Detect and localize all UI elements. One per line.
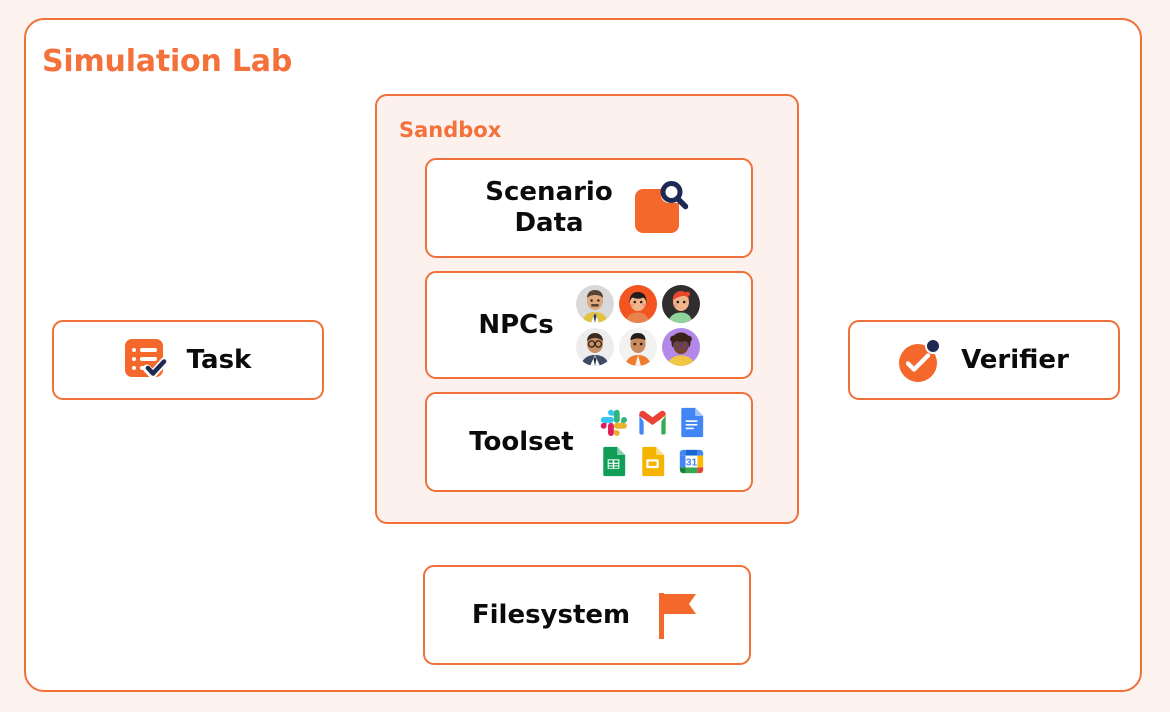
simulation-lab-frame: Simulation Lab Sandbox Scenario Data: [24, 18, 1142, 692]
document-search-icon: [634, 181, 693, 235]
card-task-label: Task: [186, 344, 252, 375]
slack-icon: [596, 405, 631, 440]
card-filesystem-label: Filesystem: [471, 599, 631, 630]
card-verifier[interactable]: Verifier: [848, 320, 1120, 400]
card-task[interactable]: Task: [52, 320, 324, 400]
card-toolset[interactable]: Toolset: [425, 392, 753, 492]
sandbox-container: Sandbox Scenario Data NPCs: [375, 94, 799, 524]
google-slides-icon: [635, 444, 670, 479]
card-filesystem[interactable]: Filesystem: [423, 565, 751, 665]
avatar-woman-curly: [661, 327, 700, 366]
calendar-day-number: 31: [686, 458, 698, 469]
avatar-man-glasses: [575, 327, 614, 366]
sandbox-title: Sandbox: [399, 118, 502, 142]
card-verifier-label: Verifier: [961, 344, 1069, 375]
gmail-icon: [635, 405, 670, 440]
card-toolset-label: Toolset: [469, 426, 574, 457]
check-circle-icon: [899, 338, 943, 382]
flag-icon: [656, 589, 702, 641]
tool-icon-grid: 31: [596, 405, 709, 479]
task-checklist-icon: [124, 337, 169, 383]
card-scenario-data[interactable]: Scenario Data: [425, 158, 753, 258]
avatar-woman-bob: [618, 284, 657, 323]
card-scenario-data-label: Scenario Data: [485, 177, 613, 238]
card-npcs-label: NPCs: [478, 309, 554, 340]
avatar-man-orange-shirt: [618, 327, 657, 366]
npc-avatar-grid: [575, 284, 700, 366]
google-docs-icon: [674, 405, 709, 440]
page-title: Simulation Lab: [42, 44, 293, 79]
card-npcs[interactable]: NPCs: [425, 271, 753, 379]
avatar-redhead: [661, 284, 700, 323]
google-calendar-icon: 31: [674, 444, 709, 479]
google-sheets-icon: [596, 444, 631, 479]
avatar-man-mustache: [575, 284, 614, 323]
